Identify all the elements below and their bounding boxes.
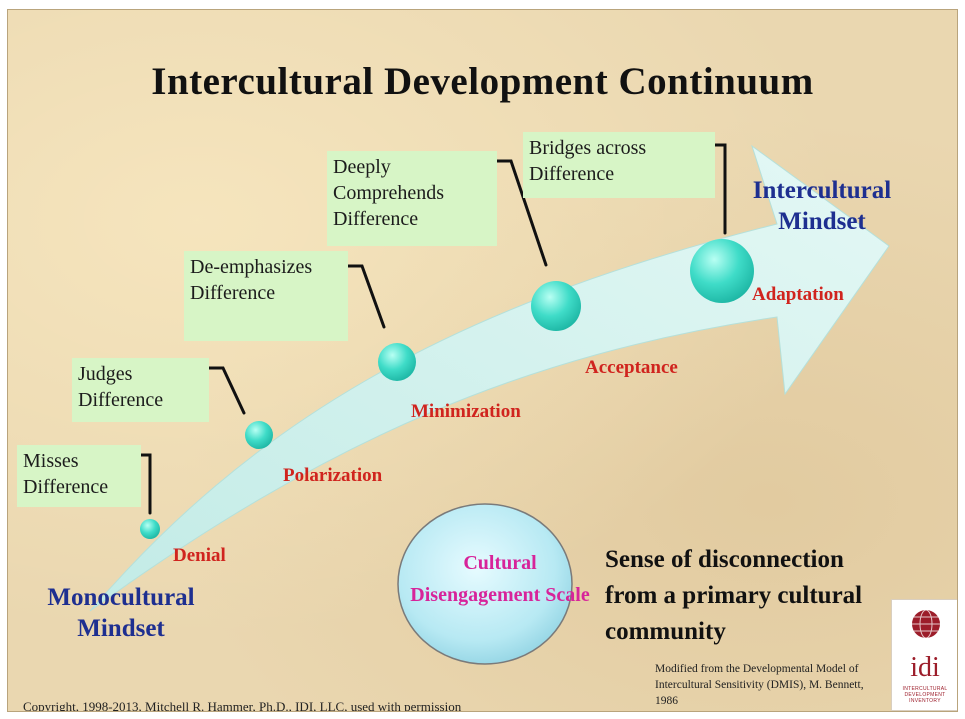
stage-adaptation: Adaptation bbox=[752, 284, 844, 305]
logo-text: idi bbox=[910, 652, 940, 683]
descriptor-judges-difference: Judges Difference bbox=[72, 358, 209, 422]
connector-acceptance bbox=[495, 159, 548, 267]
disengagement-scale-circle bbox=[397, 503, 573, 665]
descriptor-misses-difference: Misses Difference bbox=[17, 445, 141, 507]
idi-logo: idi INTERCULTURAL DEVELOPMENT INVENTORY bbox=[891, 599, 958, 711]
connector-denial bbox=[139, 453, 152, 515]
bubble-denial bbox=[140, 519, 160, 539]
continuum-arrow bbox=[89, 143, 890, 665]
connector-minimization bbox=[346, 264, 386, 329]
disengagement-description: Sense of disconnection from a primary cu… bbox=[605, 546, 863, 645]
stage-minimization: Minimization bbox=[411, 401, 521, 422]
logo-subtitle: INTERCULTURAL DEVELOPMENT INVENTORY bbox=[902, 686, 948, 704]
slide-title: Intercultural Development Continuum bbox=[151, 60, 814, 103]
monocultural-mindset-label: Monocultural Mindset bbox=[47, 584, 195, 642]
slide: Intercultural Development Continuum Miss… bbox=[7, 9, 958, 712]
source-note: Modified from the Developmental Model of… bbox=[655, 663, 864, 707]
stage-acceptance: Acceptance bbox=[585, 357, 678, 378]
connector-adaptation bbox=[713, 143, 727, 235]
intercultural-mindset-label: Intercultural Mindset bbox=[752, 177, 892, 235]
stage-polarization: Polarization bbox=[283, 465, 383, 486]
bubble-adaptation bbox=[690, 239, 754, 303]
descriptor-de-emphasizes-difference: De-emphasizes Difference bbox=[184, 251, 348, 341]
bubble-acceptance bbox=[531, 281, 581, 331]
descriptor-bridges-across-difference: Bridges across Difference bbox=[523, 132, 715, 198]
copyright-text: Copyright, 1998-2013, Mitchell R. Hammer… bbox=[23, 699, 462, 712]
globe-icon bbox=[912, 609, 940, 639]
stage-denial: Denial bbox=[173, 545, 226, 566]
bubble-minimization bbox=[378, 343, 416, 381]
cultural-disengagement-scale-label: Cultural Disengagement Scale bbox=[410, 552, 590, 606]
descriptor-deeply-comprehends-difference: Deeply Comprehends Difference bbox=[327, 151, 497, 246]
connector-polarization bbox=[207, 366, 246, 415]
bubble-polarization bbox=[245, 421, 273, 449]
